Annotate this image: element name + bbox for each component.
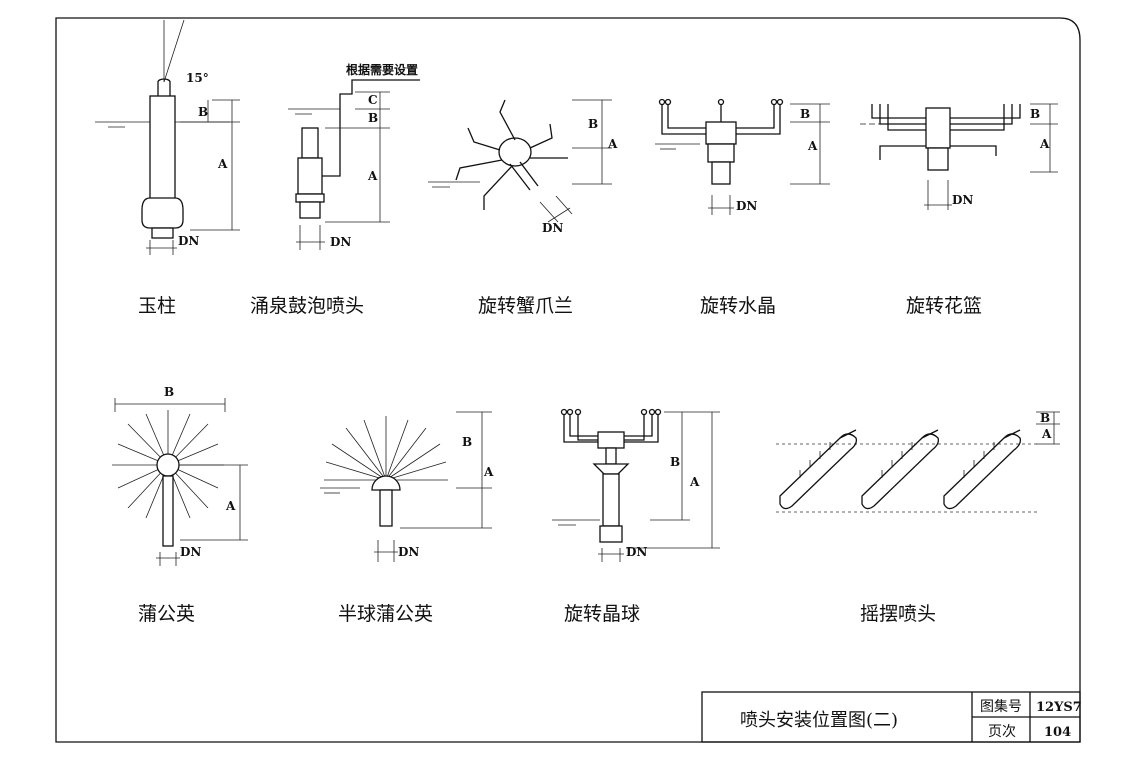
svg-text:A: A: [483, 465, 494, 479]
svg-text:B: B: [1030, 107, 1040, 121]
nozzle-dandelion: B A DN: [112, 385, 248, 566]
title-block: 喷头安装位置图(二) 图集号 12YS7 页次 104: [701, 691, 1082, 743]
svg-text:A: A: [217, 157, 228, 171]
caption-dandelion: 蒲公英: [138, 603, 195, 625]
svg-text:DN: DN: [330, 235, 351, 249]
svg-text:DN: DN: [542, 221, 563, 235]
page-number: 104: [1044, 725, 1071, 740]
svg-text:B: B: [462, 435, 472, 449]
svg-text:DN: DN: [736, 199, 757, 213]
dim-angle: 15°: [186, 71, 209, 85]
svg-text:A: A: [367, 169, 378, 183]
svg-text:A: A: [1041, 427, 1052, 441]
nozzle-hemisphere-dandelion: B A DN: [320, 411, 494, 562]
caption-rotating-crab-claw: 旋转蟹爪兰: [478, 295, 573, 317]
caption-jade-column: 玉柱: [138, 295, 176, 317]
svg-text:B: B: [1040, 411, 1050, 425]
caption-rotating-crystal-ball: 旋转晶球: [564, 603, 640, 625]
nozzle-oscillating: B A: [776, 411, 1060, 513]
svg-text:DN: DN: [952, 193, 973, 207]
svg-text:B: B: [368, 111, 378, 125]
atlas-number: 12YS7: [1036, 700, 1082, 715]
caption-rotating-flower-basket: 旋转花篮: [906, 295, 982, 317]
nozzle-rotating-crystal: B A DN: [655, 98, 830, 215]
note-set-as-needed: 根据需要设置: [346, 62, 418, 77]
nozzle-jade-column: 15° B A DN: [95, 19, 240, 255]
svg-text:B: B: [164, 385, 174, 399]
page-label: 页次: [988, 724, 1016, 740]
svg-text:C: C: [368, 93, 378, 107]
svg-text:A: A: [225, 499, 236, 513]
svg-text:B: B: [670, 455, 680, 469]
svg-text:A: A: [689, 475, 700, 489]
nozzle-rotating-flower-basket: B A DN: [860, 103, 1058, 210]
svg-text:B: B: [198, 105, 208, 119]
nozzle-rotating-crystal-ball: A B DN: [552, 408, 720, 562]
svg-text:A: A: [607, 137, 618, 151]
svg-text:A: A: [1039, 137, 1050, 151]
svg-text:B: B: [588, 117, 598, 131]
caption-hemisphere-dandelion: 半球蒲公英: [338, 603, 433, 625]
caption-rotating-crystal: 旋转水晶: [700, 295, 776, 317]
title-text: 喷头安装位置图(二): [740, 710, 898, 731]
atlas-label: 图集号: [980, 698, 1022, 715]
caption-oscillating: 摇摆喷头: [860, 603, 936, 625]
svg-text:B: B: [800, 107, 810, 121]
svg-text:DN: DN: [398, 545, 419, 559]
svg-text:A: A: [807, 139, 818, 153]
nozzle-bubbler: C B A DN 根据需要设置: [288, 62, 420, 250]
caption-bubbler: 涌泉鼓泡喷头: [250, 295, 364, 317]
svg-text:DN: DN: [178, 234, 199, 248]
svg-text:DN: DN: [626, 545, 647, 559]
svg-text:DN: DN: [180, 545, 201, 559]
nozzle-rotating-crab-claw: B A DN: [428, 99, 618, 235]
sheet-border: [55, 17, 1081, 743]
